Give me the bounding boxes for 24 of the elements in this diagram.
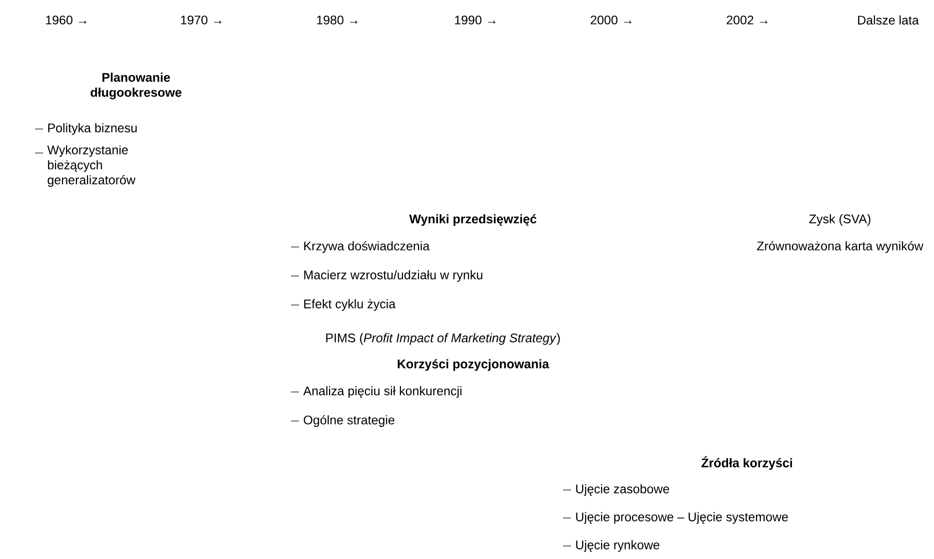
timeline-year: 1970 → [181, 16, 222, 24]
timeline-year: 1980 → [317, 16, 358, 24]
list-item: Ujęcie rynkowe [576, 540, 660, 552]
heading: Korzyści pozycjonowania [398, 359, 550, 371]
timeline-year: Dalsze lata [858, 15, 919, 25]
text-label: Zrównoważona karta wyników [757, 241, 924, 253]
timeline-year: 1960 → [46, 16, 86, 24]
heading: Wyniki przedsięwzięć [409, 214, 536, 226]
list-item: Polityka biznesu [48, 123, 137, 135]
timeline-year: 2000 → [590, 16, 632, 24]
list-item: Macierz wzrostu/udziału w rynku [304, 270, 482, 282]
list-item: Efekt cyklu życia [304, 299, 396, 311]
list-item: Ujęcie zasobowe [576, 484, 670, 496]
list-item: Ogólne strategie [304, 415, 394, 427]
list-item: Krzywa doświadczenia [304, 241, 430, 253]
heading: Źródła korzyści [702, 456, 792, 470]
list-item: Ujęcie procesowe – Ujęcie systemowe [576, 512, 788, 524]
text-label: Zysk (SVA) [809, 214, 870, 226]
timeline-year: 2002 → [726, 16, 768, 24]
timeline-year: 1990 → [455, 16, 496, 24]
text-label: PIMS (Profit Impact of Marketing Strategy) [326, 333, 560, 345]
heading: Planowanie długookresowe [90, 72, 182, 100]
list-item: Wykorzystanie bieżących generalizatorów [47, 145, 136, 187]
list-item: Analiza pięciu sił konkurencji [303, 386, 462, 398]
